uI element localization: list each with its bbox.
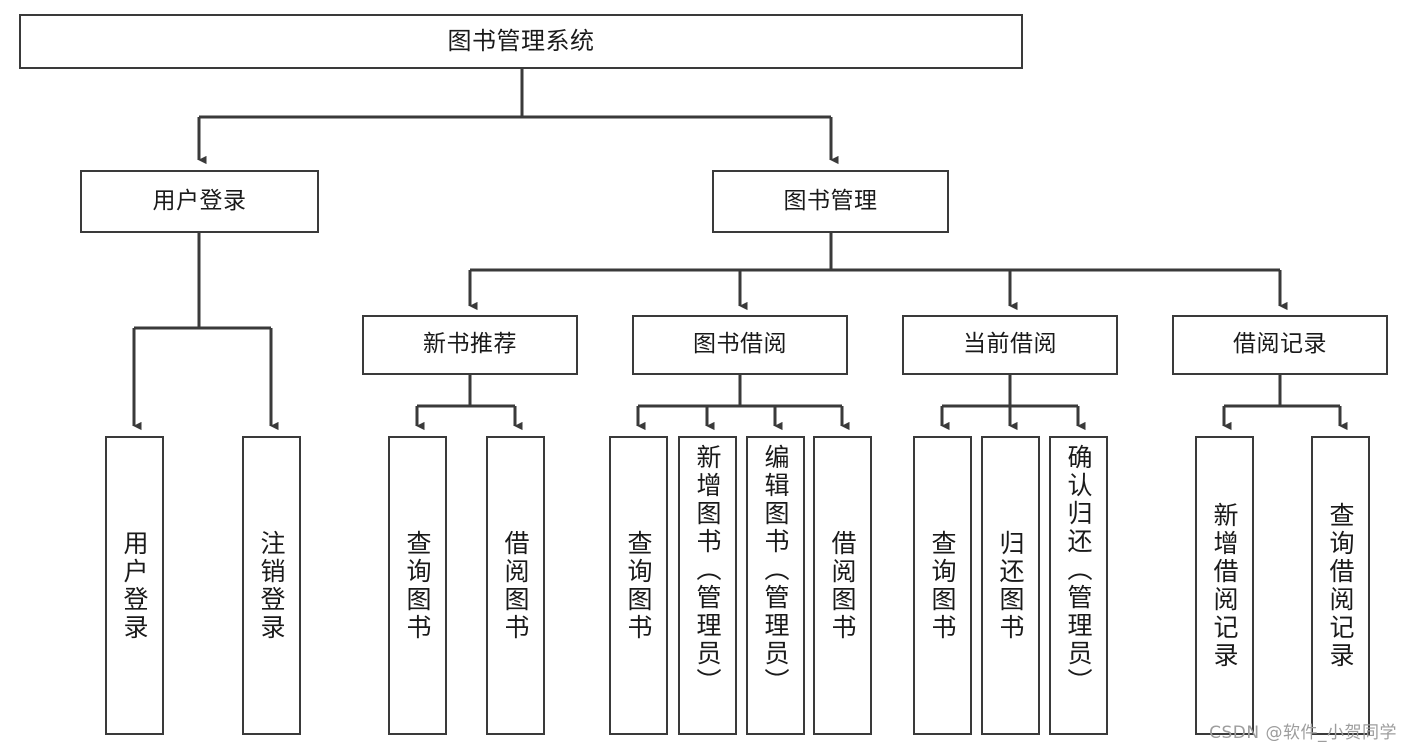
node-leaf-add-record[interactable]: 新增借阅记录 — [1195, 436, 1254, 735]
node-leaf-add-book-label: 新增图书（管理员） — [693, 444, 722, 696]
node-user-login[interactable]: 用户登录 — [80, 170, 319, 233]
node-leaf-edit-book[interactable]: 编辑图书（管理员） — [746, 436, 805, 735]
node-leaf-edit-book-label: 编辑图书（管理员） — [761, 444, 790, 696]
node-leaf-borrow-book-1[interactable]: 借阅图书 — [486, 436, 545, 735]
node-leaf-user-login[interactable]: 用户登录 — [105, 436, 164, 735]
node-leaf-query-book-2-label: 查询图书 — [624, 529, 653, 642]
node-leaf-query-book-1-label: 查询图书 — [403, 529, 432, 642]
node-leaf-confirm-return[interactable]: 确认归还（管理员） — [1049, 436, 1108, 735]
node-leaf-logout-label: 注销登录 — [257, 529, 286, 642]
node-new-book-rec-label: 新书推荐 — [423, 331, 517, 358]
node-book-manage[interactable]: 图书管理 — [712, 170, 949, 233]
node-root-label: 图书管理系统 — [447, 27, 595, 56]
node-book-manage-label: 图书管理 — [783, 187, 878, 214]
node-leaf-query-record[interactable]: 查询借阅记录 — [1311, 436, 1370, 735]
watermark-text: CSDN @软件_小贺同学 — [1209, 723, 1397, 743]
node-book-borrow[interactable]: 图书借阅 — [632, 315, 848, 375]
node-leaf-add-book[interactable]: 新增图书（管理员） — [678, 436, 737, 735]
node-leaf-query-book-2[interactable]: 查询图书 — [609, 436, 668, 735]
node-leaf-query-book-3-label: 查询图书 — [928, 529, 957, 642]
node-leaf-borrow-book-2[interactable]: 借阅图书 — [813, 436, 872, 735]
node-leaf-borrow-book-2-label: 借阅图书 — [828, 529, 857, 642]
node-leaf-logout[interactable]: 注销登录 — [242, 436, 301, 735]
node-borrow-record[interactable]: 借阅记录 — [1172, 315, 1388, 375]
node-leaf-confirm-return-label: 确认归还（管理员） — [1064, 444, 1093, 696]
node-leaf-query-book-3[interactable]: 查询图书 — [913, 436, 972, 735]
node-borrow-record-label: 借阅记录 — [1233, 331, 1327, 358]
node-current-borrow-label: 当前借阅 — [963, 331, 1057, 358]
node-leaf-return-book-label: 归还图书 — [996, 529, 1025, 642]
node-root[interactable]: 图书管理系统 — [19, 14, 1023, 69]
node-leaf-user-login-label: 用户登录 — [120, 529, 149, 642]
node-new-book-rec[interactable]: 新书推荐 — [362, 315, 578, 375]
node-leaf-return-book[interactable]: 归还图书 — [981, 436, 1040, 735]
node-book-borrow-label: 图书借阅 — [693, 331, 787, 358]
node-current-borrow[interactable]: 当前借阅 — [902, 315, 1118, 375]
node-leaf-borrow-book-1-label: 借阅图书 — [501, 529, 530, 642]
node-leaf-query-record-label: 查询借阅记录 — [1326, 501, 1355, 670]
node-leaf-add-record-label: 新增借阅记录 — [1210, 501, 1239, 670]
node-leaf-query-book-1[interactable]: 查询图书 — [388, 436, 447, 735]
node-user-login-label: 用户登录 — [152, 187, 247, 214]
